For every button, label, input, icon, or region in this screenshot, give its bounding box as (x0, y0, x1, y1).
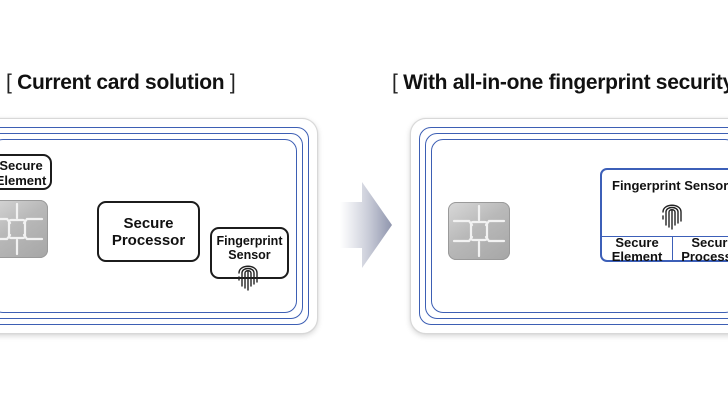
combo-secure-processor: Secure Processor (673, 235, 728, 264)
left-heading-text: Current card solution (17, 71, 225, 94)
secure-element-line2: Element (0, 173, 47, 188)
right-heading-open-bracket: [ (392, 71, 398, 94)
secure-processor-line2: Processor (111, 232, 186, 249)
fingerprint-sensor-line1: Fingerprint (216, 234, 283, 248)
card-inner-ring (0, 139, 297, 313)
ic-chip-icon (0, 200, 48, 258)
left-heading-close-bracket: ] (229, 71, 236, 94)
combo-secure-processor-line1: Secure (691, 235, 728, 250)
combo-secure-element-line1: Secure (615, 235, 659, 250)
combo-secure-element-line2: Element (611, 249, 663, 264)
right-heading: [ With all-in-one fingerprint security I… (392, 66, 728, 100)
secure-element-line1: Secure (0, 158, 43, 173)
card-outer-ring (0, 127, 309, 325)
right-heading-text: With all-in-one fingerprint security IC (403, 71, 728, 94)
secure-processor-line1: Secure (123, 215, 174, 232)
ic-chip-icon (448, 202, 510, 260)
combo-fingerprint-sensor-label: Fingerprint Sensor (612, 178, 728, 193)
all-in-one-ic-block: Fingerprint Sensor Secure Element Secure… (600, 168, 728, 264)
secure-element-box: Secure Element (0, 154, 52, 190)
combo-secure-processor-line2: Processor (681, 249, 728, 264)
card-outer-ring (419, 127, 728, 325)
secure-processor-box: Secure Processor (97, 201, 200, 262)
left-heading: [ Current card solution ] (6, 66, 236, 100)
card-inner-ring (431, 139, 728, 313)
combo-fingerprint-sensor: Fingerprint Sensor (602, 170, 728, 237)
card-middle-ring (0, 133, 303, 319)
fingerprint-icon (238, 265, 258, 291)
fingerprint-icon (662, 204, 682, 230)
card-middle-ring (425, 133, 728, 319)
left-heading-open-bracket: [ (6, 71, 12, 94)
right-arrow-icon (340, 182, 392, 268)
fingerprint-sensor-line2: Sensor (228, 248, 271, 262)
combo-secure-element: Secure Element (602, 235, 673, 264)
